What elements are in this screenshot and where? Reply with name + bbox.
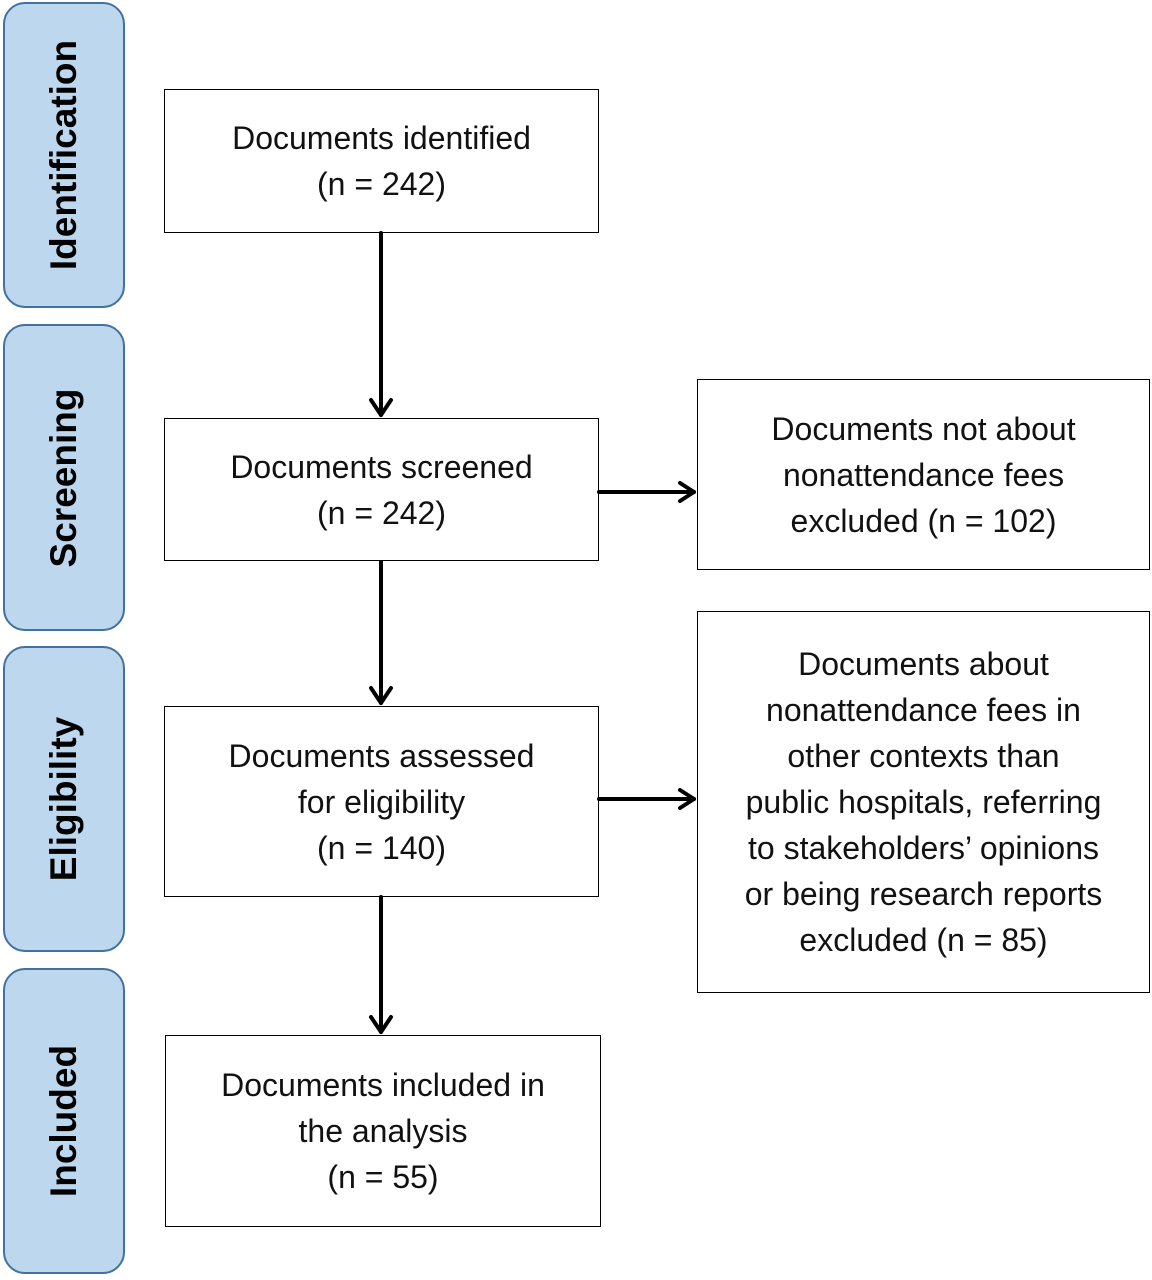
stage-identification: Identification	[3, 2, 125, 308]
box-text: Documents screened	[230, 448, 533, 485]
box-documents-screened: Documents screened (n = 242)	[164, 418, 599, 561]
stage-eligibility: Eligibility	[3, 646, 125, 952]
stage-screening: Screening	[3, 324, 125, 631]
box-excluded-not-about: Documents not about nonattendance fees e…	[697, 379, 1150, 570]
box-documents-assessed: Documents assessed for eligibility (n = …	[164, 706, 599, 897]
box-documents-included: Documents included in the analysis (n = …	[165, 1035, 601, 1227]
stage-label-screening: Screening	[43, 388, 84, 567]
box-count: (n = 242)	[317, 494, 446, 531]
box-text: or being research reports	[744, 876, 1103, 912]
box-text: nonattendance fees in	[766, 692, 1081, 728]
arrow-identified-to-screened	[369, 231, 393, 417]
box-text: other contexts than	[787, 738, 1060, 774]
arrow-screened-to-excluded	[597, 481, 696, 503]
stage-label-identification: Identification	[43, 39, 84, 271]
box-count: (n = 242)	[317, 166, 446, 202]
stage-included: Included	[3, 968, 125, 1274]
box-text: to stakeholders’ opinions	[747, 830, 1100, 866]
box-count: (n = 55)	[327, 1159, 439, 1195]
box-count: (n = 140)	[317, 829, 446, 866]
arrow-screened-to-assessed	[369, 560, 393, 705]
box-text: Documents included in	[221, 1067, 545, 1103]
arrow-assessed-to-included	[369, 895, 393, 1034]
box-text: Documents assessed	[228, 737, 535, 774]
box-count: excluded (n = 85)	[799, 922, 1048, 958]
box-excluded-other-contexts: Documents about nonattendance fees in ot…	[697, 611, 1150, 993]
box-text: Documents identified	[232, 120, 531, 156]
box-text: the analysis	[298, 1113, 468, 1149]
box-text: public hospitals, referring	[745, 784, 1102, 820]
stage-label-eligibility: Eligibility	[43, 716, 84, 882]
box-text: for eligibility	[297, 783, 466, 820]
arrow-assessed-to-excluded	[597, 788, 696, 810]
box-text: Documents not about	[771, 410, 1076, 447]
box-text: Documents about	[798, 646, 1049, 682]
box-text: nonattendance fees	[782, 456, 1065, 493]
stage-label-included: Included	[43, 1044, 84, 1198]
box-documents-identified: Documents identified (n = 242)	[164, 89, 599, 233]
box-count: excluded (n = 102)	[790, 502, 1057, 539]
